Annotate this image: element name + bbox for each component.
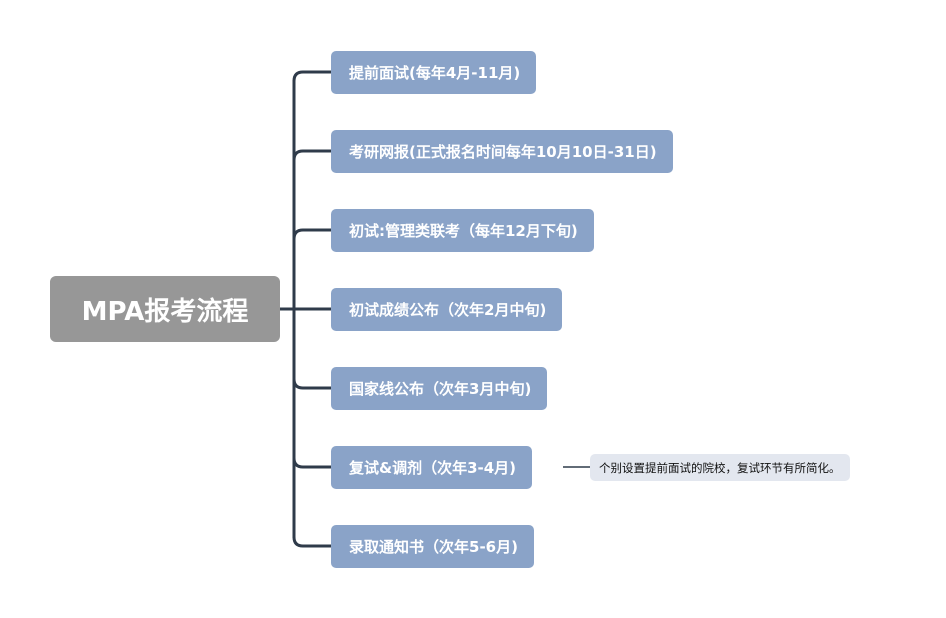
branch-node-national-line[interactable]: 国家线公布（次年3月中旬) — [331, 367, 548, 410]
connector-5 — [292, 378, 331, 390]
connector-2 — [292, 149, 331, 161]
branch-node-admission-notice[interactable]: 录取通知书（次年5-6月) — [331, 525, 534, 568]
connector-1 — [292, 70, 331, 82]
connector-7 — [292, 536, 331, 548]
branch-node-retest-adjustment[interactable]: 复试&调剂（次年3-4月) — [331, 446, 533, 489]
branch-node-early-interview[interactable]: 提前面试(每年4月-11月) — [331, 51, 537, 94]
retest-note[interactable]: 个别设置提前面试的院校，复试环节有所简化。 — [590, 454, 850, 481]
connector-6 — [292, 457, 331, 469]
branch-node-preliminary-exam[interactable]: 初试:管理类联考（每年12月下旬) — [331, 209, 594, 252]
root-node[interactable]: MPA报考流程 — [50, 276, 280, 342]
branch-node-online-registration[interactable]: 考研网报(正式报名时间每年10月10日-31日) — [331, 130, 673, 173]
connector-3 — [292, 228, 331, 240]
branch-node-score-release[interactable]: 初试成绩公布（次年2月中旬) — [331, 288, 563, 331]
